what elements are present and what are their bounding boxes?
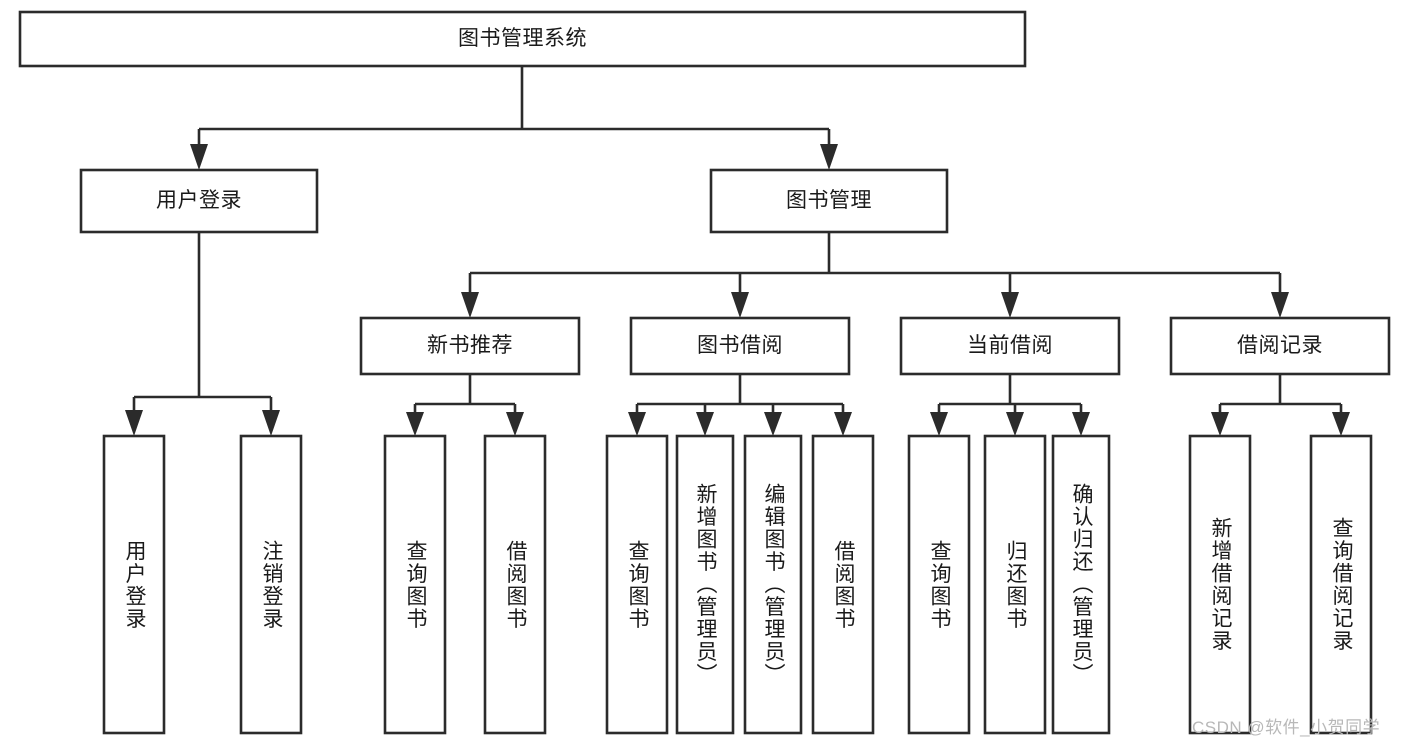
csdn-watermark: CSDN @软件_小贺同学 — [1192, 718, 1381, 737]
arrowhead-to-book-borrow — [731, 292, 749, 318]
arrowhead-to-user-login — [190, 144, 208, 170]
arrowhead-to-leaf-edit-book — [764, 412, 782, 436]
arrowhead-to-book-management — [820, 144, 838, 170]
arrowhead-to-borrow-record — [1271, 292, 1289, 318]
node-box-leaf-add-record[interactable] — [1188, 434, 1252, 735]
connector-root-bus — [197, 66, 831, 146]
connector-new-book-recommend-bus — [413, 374, 517, 416]
node-box-current-borrow[interactable] — [899, 316, 1121, 376]
node-box-leaf-confirm-return[interactable] — [1051, 434, 1111, 735]
arrowhead-to-leaf-logout — [262, 410, 280, 436]
arrowhead-to-current-borrow — [1001, 292, 1019, 318]
node-box-root[interactable] — [18, 10, 1027, 68]
node-box-leaf-edit-book[interactable] — [743, 434, 803, 735]
arrowhead-to-new-book-recommend — [461, 292, 479, 318]
connector-user-login-bus — [132, 232, 273, 414]
node-box-leaf-query-book-3[interactable] — [907, 434, 971, 735]
node-box-book-borrow[interactable] — [629, 316, 851, 376]
arrowhead-to-leaf-return-book — [1006, 412, 1024, 436]
node-box-leaf-query-record[interactable] — [1309, 434, 1373, 735]
arrowhead-to-leaf-confirm-return — [1072, 412, 1090, 436]
arrowhead-to-leaf-query-record — [1332, 412, 1350, 436]
node-box-leaf-user-login[interactable] — [102, 434, 166, 735]
connector-current-borrow-bus — [937, 374, 1083, 416]
node-box-user-login[interactable] — [79, 168, 319, 234]
node-box-leaf-borrow-book-2[interactable] — [811, 434, 875, 735]
arrowhead-to-leaf-query-book-1 — [406, 412, 424, 436]
node-box-leaf-borrow-book-1[interactable] — [483, 434, 547, 735]
connector-book-management-bus — [468, 232, 1282, 294]
connector-borrow-record-bus — [1218, 374, 1343, 416]
node-box-leaf-query-book-1[interactable] — [383, 434, 447, 735]
arrowhead-to-leaf-borrow-book-2 — [834, 412, 852, 436]
node-box-leaf-query-book-2[interactable] — [605, 434, 669, 735]
arrowhead-to-leaf-query-book-3 — [930, 412, 948, 436]
arrowhead-to-leaf-borrow-book-1 — [506, 412, 524, 436]
node-box-new-book-recommend[interactable] — [359, 316, 581, 376]
connector-book-borrow-bus — [635, 374, 845, 416]
arrowhead-to-leaf-add-book — [696, 412, 714, 436]
node-box-leaf-logout[interactable] — [239, 434, 303, 735]
arrowhead-to-leaf-add-record — [1211, 412, 1229, 436]
node-box-leaf-return-book[interactable] — [983, 434, 1047, 735]
arrowhead-to-leaf-query-book-2 — [628, 412, 646, 436]
node-box-borrow-record[interactable] — [1169, 316, 1391, 376]
node-box-book-management[interactable] — [709, 168, 949, 234]
node-box-leaf-add-book[interactable] — [675, 434, 735, 735]
arrowhead-to-leaf-user-login — [125, 410, 143, 436]
